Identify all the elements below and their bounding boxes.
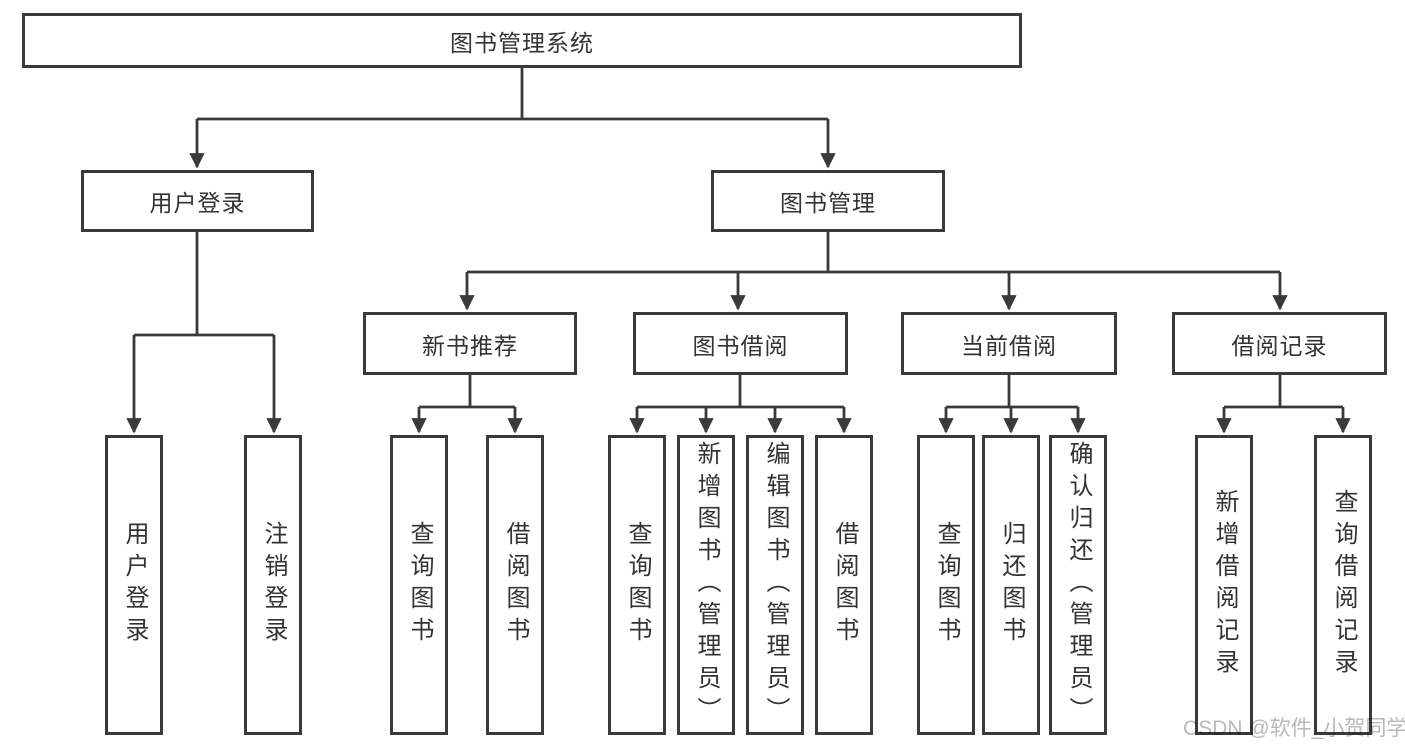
node-label: 归还图书 — [998, 521, 1025, 649]
leaf-add-borrow-record: 新增借阅记录 — [1195, 435, 1253, 735]
leaf-edit-books-admin: 编辑图书（管理员） — [746, 435, 804, 735]
node-label: 注销登录 — [260, 521, 287, 649]
node-label: 借阅图书 — [831, 521, 858, 649]
leaf-borrow-books-recommend: 借阅图书 — [486, 435, 544, 735]
leaf-query-books-recommend: 查询图书 — [390, 435, 448, 735]
leaf-query-books-current: 查询图书 — [917, 435, 975, 735]
node-label: 借阅记录 — [1231, 332, 1328, 359]
node-label: 编辑图书（管理员） — [762, 441, 789, 729]
csdn-watermark: CSDN @软件_小贺同学 — [1183, 717, 1405, 740]
leaf-query-borrow-record: 查询借阅记录 — [1314, 435, 1372, 735]
leaf-user-login: 用户登录 — [105, 435, 163, 735]
leaf-confirm-return-admin: 确认归还（管理员） — [1049, 435, 1107, 735]
leaf-add-books-admin: 新增图书（管理员） — [677, 435, 735, 735]
node-label: 查询图书 — [624, 521, 651, 649]
node-label: 用户登录 — [149, 190, 246, 216]
leaf-borrow-books: 借阅图书 — [815, 435, 873, 735]
node-label: 图书借阅 — [692, 332, 789, 359]
node-new-book-recommendation: 新书推荐 — [363, 312, 577, 375]
node-label: 新增借阅记录 — [1211, 489, 1238, 681]
node-label: 新书推荐 — [422, 332, 518, 359]
node-user-login-group: 用户登录 — [81, 170, 314, 232]
node-root-system: 图书管理系统 — [22, 13, 1022, 68]
node-label: 图书管理 — [780, 190, 876, 216]
node-label: 查询图书 — [406, 521, 433, 649]
node-label: 确认归还（管理员） — [1065, 441, 1092, 729]
node-book-management-group: 图书管理 — [711, 170, 945, 232]
node-borrowing-records: 借阅记录 — [1172, 312, 1387, 375]
node-book-borrowing: 图书借阅 — [633, 312, 848, 375]
node-label: 查询借阅记录 — [1330, 489, 1357, 681]
node-label: 图书管理系统 — [450, 29, 594, 56]
node-label: 新增图书（管理员） — [693, 441, 720, 729]
node-current-borrowing: 当前借阅 — [901, 312, 1117, 375]
node-label: 用户登录 — [121, 521, 148, 649]
leaf-query-books-borrow: 查询图书 — [608, 435, 666, 735]
node-label: 借阅图书 — [502, 521, 529, 649]
leaf-return-books: 归还图书 — [982, 435, 1040, 735]
leaf-logout: 注销登录 — [244, 435, 302, 735]
node-label: 当前借阅 — [961, 332, 1057, 359]
node-label: 查询图书 — [933, 521, 960, 649]
